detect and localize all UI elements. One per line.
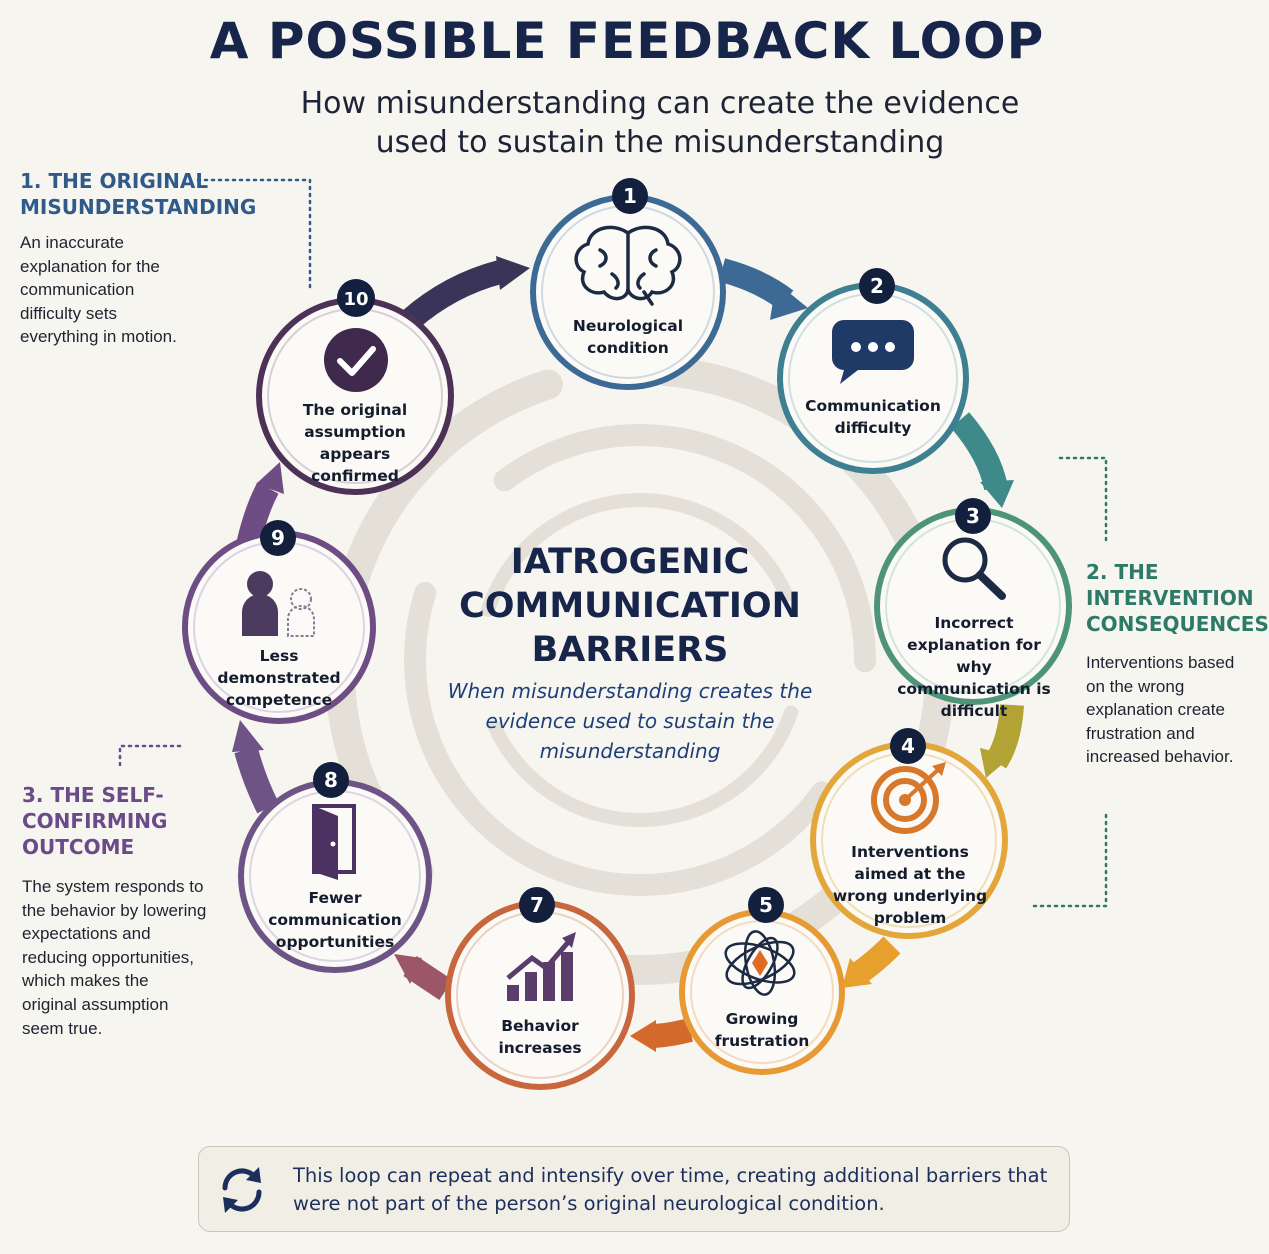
page-subtitle: How misunderstanding can create the evid… (300, 86, 1020, 160)
step-badge-9: 9 (260, 520, 296, 556)
section-2-body: Interventions based on the wrong explana… (1086, 653, 1235, 767)
step-badge-4: 4 (890, 728, 926, 764)
bottom-banner: This loop can repeat and intensify over … (198, 1146, 1070, 1232)
step-node-7 (445, 900, 635, 1090)
svg-text:5: 5 (759, 893, 773, 917)
svg-text:2: 2 (870, 274, 884, 298)
banner-text: This loop can repeat and intensify over … (293, 1164, 1048, 1215)
step-9-label: Less demonstrated competence (217, 647, 341, 709)
section-1-body: An inaccurate explanation for the commun… (20, 233, 177, 347)
svg-text:8: 8 (324, 768, 338, 792)
step-badge-1: 1 (612, 178, 648, 214)
step-badge-7: 7 (519, 887, 555, 923)
target-icon (871, 762, 946, 834)
rising-chart-icon (506, 932, 576, 1001)
speech-bubble-icon (832, 320, 914, 384)
step-1-label: Neurological condition (572, 317, 684, 357)
door-icon (312, 804, 356, 880)
svg-text:1: 1 (623, 184, 637, 208)
step-8-label: Fewer communication opportunities (268, 889, 402, 951)
step-badge-8: 8 (313, 762, 349, 798)
page-title: A POSSIBLE FEEDBACK LOOP (209, 12, 1045, 70)
step-10-label: The original assumption appears confirme… (302, 401, 408, 485)
cycle-arrows-icon (222, 1167, 262, 1213)
step-badge-2: 2 (859, 268, 895, 304)
step-5-label: Growing frustration (714, 1010, 810, 1050)
step-node-10 (256, 297, 454, 495)
step-node-2 (777, 282, 969, 474)
step-3-label: Incorrect explanation for why communicat… (897, 614, 1051, 720)
center-subtitle: When misunderstanding creates the eviden… (447, 679, 813, 763)
svg-text:9: 9 (271, 526, 285, 550)
svg-text:4: 4 (901, 734, 915, 758)
step-7-label: Behavior increases (498, 1017, 582, 1057)
svg-text:10: 10 (343, 289, 368, 310)
connector-section-3 (118, 744, 186, 767)
section-3-heading: 3. THE SELF-CONFIRMING OUTCOME (22, 783, 168, 859)
magnifier-icon (942, 537, 1006, 600)
loop-arrows (232, 256, 1024, 1052)
brain-icon (574, 225, 682, 306)
connector-section-2-top (1058, 456, 1108, 547)
connector-section-2-bottom (1028, 813, 1108, 908)
step-badge-5: 5 (748, 887, 784, 923)
section-2-heading: 2. THE INTERVENTION CONSEQUENCES (1086, 560, 1269, 636)
tangle-icon (724, 930, 796, 996)
svg-text:7: 7 (530, 893, 544, 917)
section-1-heading: 1. THE ORIGINAL MISUNDERSTANDING (20, 169, 257, 219)
step-4-label: Interventions aimed at the wrong underly… (832, 843, 988, 927)
connector-section-1 (196, 178, 312, 292)
person-icon (242, 571, 315, 637)
checkmark-icon (324, 328, 388, 392)
section-3-body: The system responds to the behavior by l… (22, 877, 207, 1038)
step-badge-10: 10 (337, 279, 375, 317)
center-title: IATROGENIC COMMUNICATION BARRIERS (459, 542, 801, 670)
step-badge-3: 3 (955, 498, 991, 534)
svg-text:3: 3 (966, 504, 980, 528)
step-2-label: Communication difficulty (805, 397, 941, 437)
